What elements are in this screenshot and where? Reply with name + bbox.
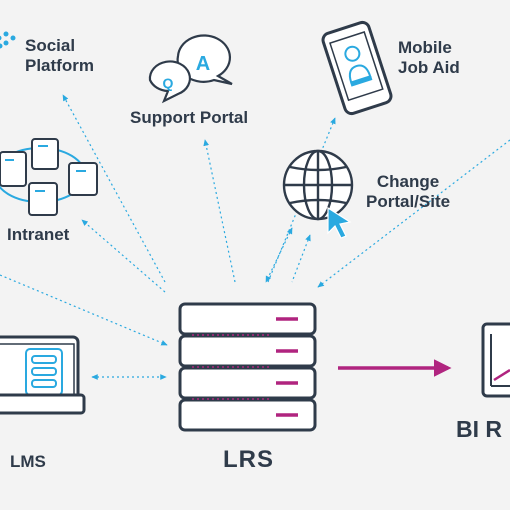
bubble-q-letter: Q bbox=[163, 75, 174, 91]
lrs-label: LRS bbox=[223, 446, 274, 473]
bi-report-icon bbox=[481, 322, 510, 398]
intranet-network-icon bbox=[0, 138, 98, 216]
arrow-offscreen-left bbox=[0, 274, 168, 346]
cursor-icon bbox=[327, 206, 352, 239]
arrow-change-a bbox=[265, 227, 293, 283]
bubble-a-letter: A bbox=[196, 53, 210, 75]
social-platform-icon bbox=[0, 31, 16, 49]
change-portal-label: Change Portal/Site bbox=[366, 172, 451, 212]
intranet-label: Intranet bbox=[7, 225, 70, 244]
lms-computer-icon bbox=[0, 335, 86, 415]
arrow-support bbox=[203, 139, 236, 283]
connector-arrows bbox=[0, 94, 510, 380]
support-portal-label: Support Portal bbox=[130, 108, 249, 127]
globe-icon bbox=[282, 149, 354, 221]
arrow-social bbox=[62, 94, 166, 283]
social-platform-label: Social Platform bbox=[25, 36, 94, 76]
lms-label: LMS bbox=[10, 452, 46, 471]
mobile-job-aid-label: Mobile Job Aid bbox=[398, 38, 460, 78]
arrow-intranet bbox=[81, 219, 166, 293]
speech-bubbles-icon: A Q bbox=[148, 34, 233, 104]
arrow-change-b bbox=[291, 234, 311, 283]
arrow-offscreen-right bbox=[317, 139, 510, 288]
bi-report-label: BI R bbox=[456, 416, 502, 442]
mobile-phone-icon bbox=[321, 20, 393, 116]
lrs-server-stack-icon bbox=[178, 302, 317, 432]
